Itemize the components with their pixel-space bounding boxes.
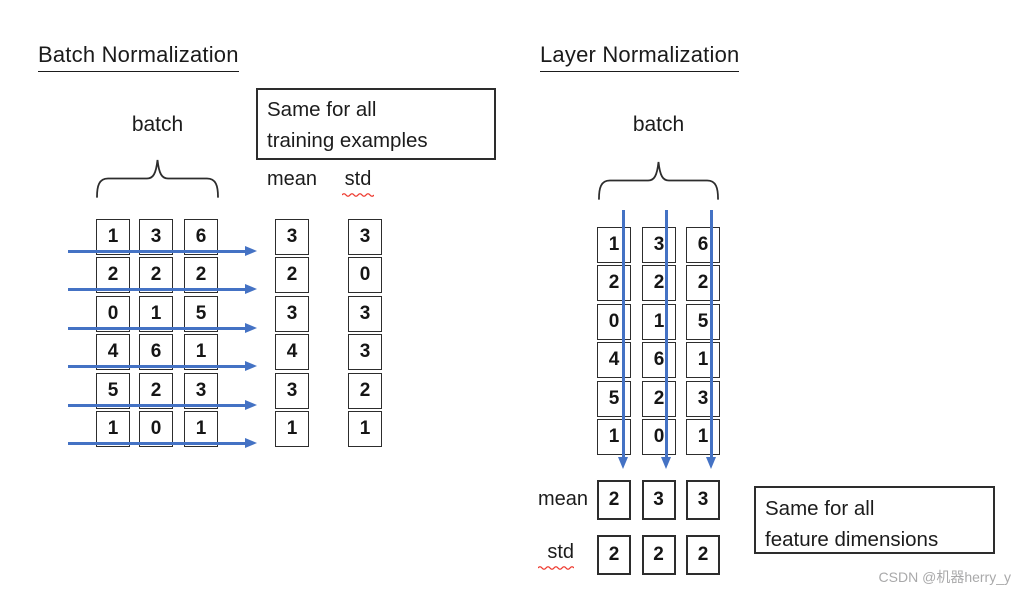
row-arrow-icon xyxy=(68,284,257,295)
value-cell: 2 xyxy=(597,535,631,575)
column-arrow-icon xyxy=(706,210,716,469)
red-squiggle-icon xyxy=(538,566,574,570)
value-cell: 1 xyxy=(597,227,631,263)
value-cell: 3 xyxy=(348,219,382,255)
value-cell: 0 xyxy=(642,418,676,455)
column-arrow-icon xyxy=(618,210,628,469)
batch-brace-icon xyxy=(96,159,219,198)
value-cell: 6 xyxy=(642,342,676,379)
value-cell: 2 xyxy=(348,372,382,409)
value-cell: 3 xyxy=(642,227,676,263)
column-arrow-icon xyxy=(661,210,671,469)
value-cell: 2 xyxy=(642,380,676,417)
value-cell: 1 xyxy=(348,410,382,447)
value-cell: 4 xyxy=(96,334,130,371)
value-cell: 3 xyxy=(275,295,309,332)
value-cell: 6 xyxy=(184,219,218,255)
value-cell: 5 xyxy=(184,295,218,332)
batch-norm-section-header: Batch Normalization xyxy=(38,42,239,72)
value-cell: 3 xyxy=(348,295,382,332)
value-cell: 3 xyxy=(686,480,720,520)
value-cell: 1 xyxy=(184,410,218,447)
value-cell: 2 xyxy=(96,257,130,294)
batch-label-right: batch xyxy=(632,113,685,136)
value-cell: 6 xyxy=(686,227,720,263)
value-cell: 2 xyxy=(275,257,309,294)
layer-norm-title: Layer Normalization xyxy=(540,42,740,72)
value-cell: 3 xyxy=(184,372,218,409)
std-label-right: std xyxy=(508,541,574,571)
value-cell: 4 xyxy=(597,342,631,379)
value-cell: 1 xyxy=(139,295,173,332)
row-arrow-icon xyxy=(68,322,257,333)
row-arrow-icon xyxy=(68,399,257,410)
value-cell: 3 xyxy=(348,334,382,371)
value-cell: 2 xyxy=(184,257,218,294)
value-cell: 4 xyxy=(275,334,309,371)
value-cell: 0 xyxy=(139,410,173,447)
value-cell: 1 xyxy=(686,418,720,455)
value-cell: 2 xyxy=(597,480,631,520)
note-line: Same for all xyxy=(765,497,875,520)
note-line: feature dimensions xyxy=(765,528,939,551)
value-cell: 1 xyxy=(96,219,130,255)
batch-norm-title: Batch Normalization xyxy=(38,42,239,72)
value-cell: 5 xyxy=(686,303,720,340)
value-cell: 2 xyxy=(686,265,720,302)
csdn-watermark: CSDN @机器herry_y xyxy=(878,569,1011,585)
value-cell: 5 xyxy=(96,372,130,409)
mean-header-text: mean xyxy=(266,168,318,190)
value-cell: 1 xyxy=(275,410,309,447)
value-cell: 1 xyxy=(597,418,631,455)
value-cell: 1 xyxy=(96,410,130,447)
row-arrow-icon xyxy=(68,246,257,256)
std-label-text: std xyxy=(547,541,574,563)
value-cell: 6 xyxy=(139,334,173,371)
value-cell: 3 xyxy=(139,219,173,255)
batch-norm-note-box: Same for all training examples xyxy=(256,88,496,160)
value-cell: 5 xyxy=(597,380,631,417)
value-cell: 2 xyxy=(642,265,676,302)
value-cell: 2 xyxy=(597,265,631,302)
red-squiggle-icon xyxy=(342,193,374,197)
value-cell: 0 xyxy=(348,257,382,294)
value-cell: 0 xyxy=(96,295,130,332)
note-line: Same for all xyxy=(267,98,377,121)
row-arrow-icon xyxy=(68,361,257,372)
value-cell: 1 xyxy=(184,334,218,371)
value-cell: 3 xyxy=(686,380,720,417)
value-cell: 1 xyxy=(642,303,676,340)
row-arrow-icon xyxy=(68,438,257,448)
value-cell: 2 xyxy=(139,257,173,294)
value-cell: 3 xyxy=(275,372,309,409)
layer-norm-note-box: Same for all feature dimensions xyxy=(754,486,995,554)
value-cell: 0 xyxy=(597,303,631,340)
batch-label-left: batch xyxy=(131,113,184,136)
mean-label-right: mean xyxy=(537,488,588,510)
note-line: training examples xyxy=(267,129,428,152)
std-header-left: std xyxy=(324,168,392,198)
std-header-text: std xyxy=(344,168,372,190)
value-cell: 2 xyxy=(641,535,676,575)
layer-norm-section-header: Layer Normalization xyxy=(540,42,740,72)
batch-brace-icon xyxy=(598,161,719,200)
value-cell: 3 xyxy=(275,219,309,255)
value-cell: 3 xyxy=(641,480,676,520)
value-cell: 2 xyxy=(686,535,720,575)
value-cell: 2 xyxy=(139,372,173,409)
mean-header-left: mean xyxy=(258,168,326,191)
value-cell: 1 xyxy=(686,342,720,379)
